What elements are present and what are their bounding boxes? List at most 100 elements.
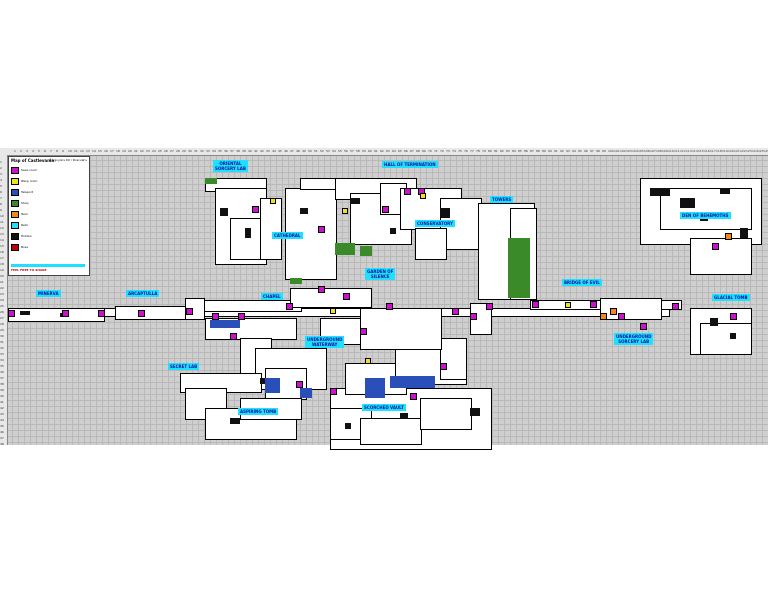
- ruler-tick: 38: [236, 149, 240, 153]
- legend-row-label: Save room: [21, 168, 38, 172]
- legend-row-label: Boss: [21, 245, 29, 249]
- ruler-tick: 103: [626, 149, 632, 153]
- ruler-tick: 32: [200, 149, 204, 153]
- ruler-tick: 70: [428, 149, 432, 153]
- ruler-tick: 54: [332, 149, 336, 153]
- ruler-tick: 66: [404, 149, 408, 153]
- ruler-tick: 12: [80, 149, 84, 153]
- map-legend: Map of Castlevania Gargoyle's Kit / Drac…: [8, 156, 90, 276]
- legend-swatch: [11, 244, 19, 251]
- map-wall-block: [230, 418, 240, 424]
- map-room: [115, 306, 192, 320]
- legend-row-label: Shop: [21, 201, 29, 205]
- ruler-tick: 56: [344, 149, 348, 153]
- ruler-tick: 15: [0, 244, 4, 248]
- ruler-tick: 40: [248, 149, 252, 153]
- ruler-tick: 5: [38, 149, 40, 153]
- legend-title: Map of Castlevania: [11, 158, 55, 163]
- ruler-tick: 86: [524, 149, 528, 153]
- ruler-tick: 27: [170, 149, 174, 153]
- save-room-marker: [8, 310, 15, 317]
- ruler-tick: 62: [380, 149, 384, 153]
- save-room-marker: [343, 293, 350, 300]
- save-room-marker: [98, 310, 105, 317]
- ruler-tick: 31: [0, 340, 4, 344]
- legend-row-label: Teleport: [21, 190, 33, 194]
- ruler-tick: 110: [668, 149, 674, 153]
- map-wall-block: [245, 228, 251, 238]
- ruler-tick: 106: [644, 149, 650, 153]
- map-wall-block: [345, 423, 351, 429]
- ruler-tick: 85: [518, 149, 522, 153]
- ruler-tick: 57: [350, 149, 354, 153]
- ruler-tick: 4: [0, 178, 2, 182]
- area-label-glacial-tomb: GLACIAL TOMB: [712, 294, 750, 301]
- ruler-tick: 65: [398, 149, 402, 153]
- area-label-cathedral: CATHEDRAL: [272, 232, 303, 239]
- map-foliage: [205, 178, 217, 184]
- ruler-tick: 118: [716, 149, 722, 153]
- ruler-tick: 20: [0, 274, 4, 278]
- area-label-towers: TOWERS: [490, 196, 514, 203]
- map-foliage: [360, 246, 372, 256]
- save-room-marker: [318, 226, 325, 233]
- save-room-marker: [618, 313, 625, 320]
- ruler-tick: 74: [452, 149, 456, 153]
- ruler-tick: 69: [422, 149, 426, 153]
- area-label-minerva: MINERVA: [36, 290, 61, 297]
- ruler-tick: 48: [0, 442, 4, 446]
- save-room-marker: [252, 206, 259, 213]
- save-room-marker: [318, 286, 325, 293]
- ruler-tick: 29: [0, 328, 4, 332]
- area-label-underground-waterway: UNDERGROUND WATERWAY: [305, 336, 345, 348]
- ruler-tick: 45: [278, 149, 282, 153]
- map-wall-block: [470, 408, 480, 416]
- ruler-tick: 39: [242, 149, 246, 153]
- save-room-marker: [62, 310, 69, 317]
- area-label-secret-lab: SECRET LAB: [168, 363, 200, 370]
- save-room-marker: [138, 310, 145, 317]
- save-room-marker: [712, 243, 719, 250]
- ruler-tick: 23: [146, 149, 150, 153]
- ruler-tick: 36: [224, 149, 228, 153]
- ruler-tick: 76: [464, 149, 468, 153]
- ruler-tick: 100: [608, 149, 614, 153]
- save-room-marker: [186, 308, 193, 315]
- map-room: [360, 418, 422, 445]
- ruler-tick: 3: [0, 172, 2, 176]
- save-room-marker: [672, 303, 679, 310]
- save-room-marker: [440, 363, 447, 370]
- ruler-tick: 82: [500, 149, 504, 153]
- ruler-tick: 8: [0, 202, 2, 206]
- map-foliage: [290, 278, 302, 284]
- area-label-den-of-behemoths: DEN OF BEHEMOTHS: [680, 212, 731, 219]
- ruler-tick: 109: [662, 149, 668, 153]
- ruler-tick: 84: [512, 149, 516, 153]
- ruler-tick: 40: [0, 394, 4, 398]
- ruler-tick: 17: [0, 256, 4, 260]
- warp-marker: [565, 302, 571, 308]
- ruler-tick: 13: [86, 149, 90, 153]
- ruler-tick: 47: [0, 436, 4, 440]
- ruler-tick: 121: [734, 149, 740, 153]
- item-marker: [600, 313, 607, 320]
- ruler-tick: 94: [572, 149, 576, 153]
- map-wall-block: [400, 413, 408, 419]
- ruler-tick: 1: [0, 160, 2, 164]
- ruler-tick: 107: [650, 149, 656, 153]
- ruler-tick: 72: [440, 149, 444, 153]
- legend-swatch: [11, 222, 19, 229]
- save-room-marker: [486, 303, 493, 310]
- ruler-tick: 10: [68, 149, 72, 153]
- legend-row-label: Relic: [21, 223, 29, 227]
- area-label-arcaptulla: ARCAPTULLA: [126, 290, 160, 297]
- ruler-tick: 91: [554, 149, 558, 153]
- ruler-tick: 108: [656, 149, 662, 153]
- save-room-marker: [230, 333, 237, 340]
- ruler-tick: 115: [698, 149, 704, 153]
- ruler-tick: 92: [560, 149, 564, 153]
- ruler-tick: 9: [0, 208, 2, 212]
- ruler-tick: 30: [0, 334, 4, 338]
- ruler-tick: 43: [266, 149, 270, 153]
- area-label-chapel: CHAPEL: [261, 293, 283, 300]
